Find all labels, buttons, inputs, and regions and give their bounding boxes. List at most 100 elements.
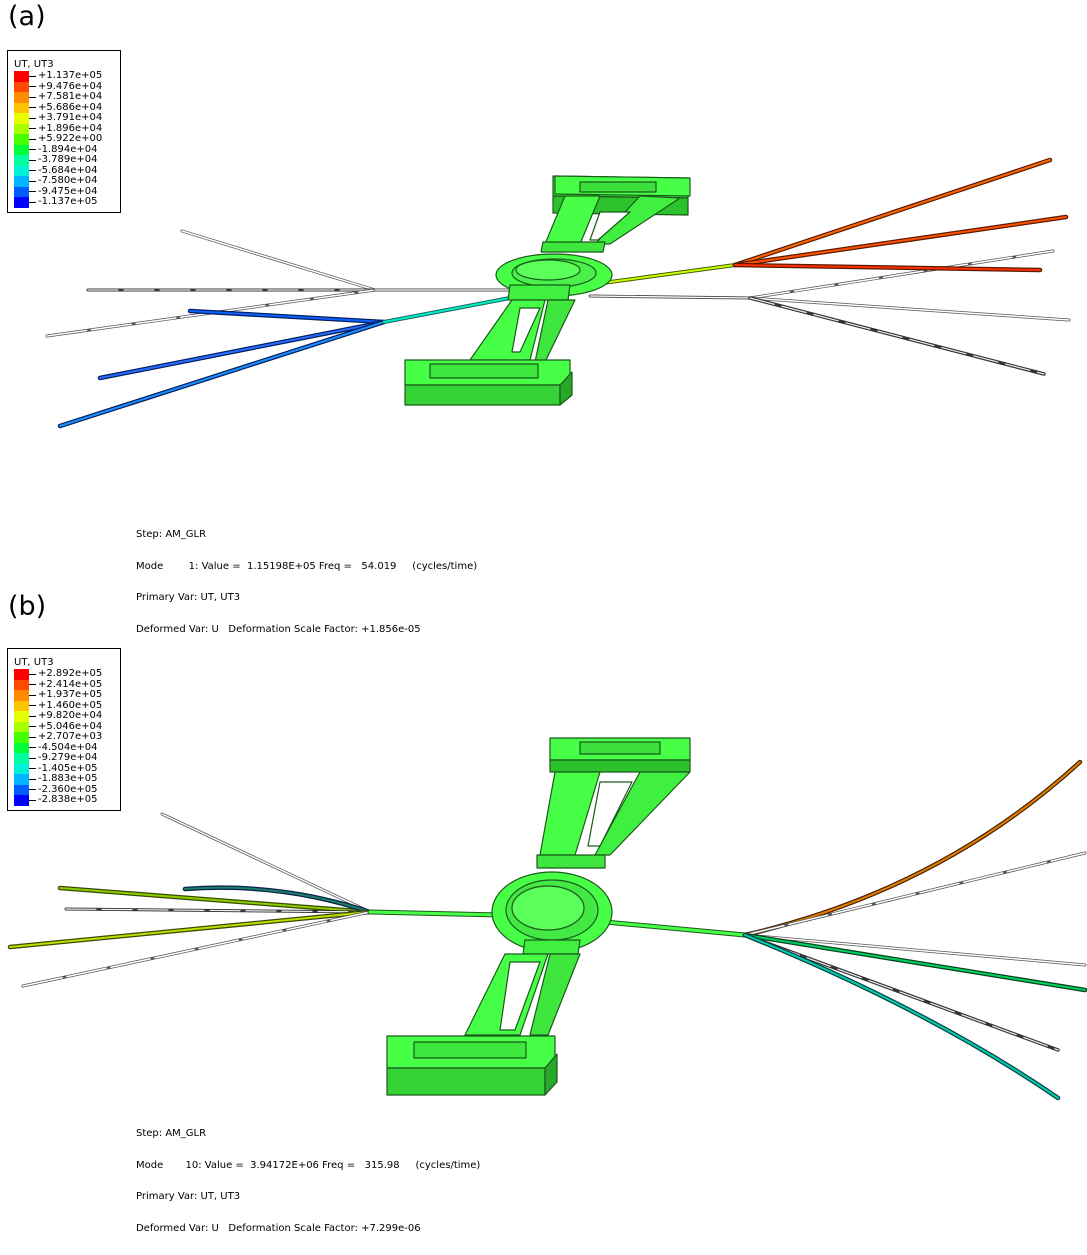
legend-swatch xyxy=(14,113,29,124)
legend-swatch xyxy=(14,669,29,680)
legend-tick xyxy=(29,107,36,109)
legend-tick xyxy=(29,757,36,759)
legend-value: +1.937e+05 xyxy=(38,689,103,701)
analysis-info: Step: AM_GLR Mode 1: Value = 1.15198E+05… xyxy=(136,509,477,656)
legend-value: -4.504e+04 xyxy=(38,741,98,753)
legend-swatch xyxy=(14,763,29,774)
contour-legend: UT, UT3 +1.137e+05 +9.476e+04 +7.581e+04… xyxy=(7,50,121,213)
legend-swatch xyxy=(14,176,29,187)
legend-row: -3.789e+04 xyxy=(14,155,120,166)
legend-row: +5.922e+00 xyxy=(14,134,120,145)
legend-value: -1.405e+05 xyxy=(38,762,98,774)
legend-value: +9.820e+04 xyxy=(38,710,103,722)
legend-value: -1.894e+04 xyxy=(38,143,98,155)
gyroscope-structure xyxy=(386,737,691,1096)
right-beams xyxy=(602,759,1087,1101)
legend-tick xyxy=(29,768,36,770)
legend-row: +2.707e+03 xyxy=(14,732,120,743)
legend-swatch xyxy=(14,197,29,208)
legend-tick xyxy=(29,789,36,791)
legend-value: -7.580e+04 xyxy=(38,175,98,187)
legend-swatch xyxy=(14,784,29,795)
legend-value: +3.791e+04 xyxy=(38,112,103,124)
legend-row: +2.892e+05 xyxy=(14,669,120,680)
legend-tick xyxy=(29,201,36,203)
legend-tick xyxy=(29,694,36,696)
legend-row: -1.137e+05 xyxy=(14,197,120,208)
panel-b: (b) xyxy=(0,590,1087,1233)
legend-value: -9.279e+04 xyxy=(38,752,98,764)
left-beams xyxy=(7,812,503,988)
legend-value: +5.046e+04 xyxy=(38,720,103,732)
legend-tick xyxy=(29,96,36,98)
legend-tick xyxy=(29,149,36,151)
panel-a: (a) xyxy=(0,0,1087,634)
legend-tick xyxy=(29,736,36,738)
undeformed-right-beams xyxy=(588,249,1071,376)
legend-value: +1.460e+05 xyxy=(38,699,103,711)
legend-row: -1.405e+05 xyxy=(14,762,120,774)
deformed-var-text: Deformed Var: U Deformation Scale Factor… xyxy=(136,1222,421,1234)
deformed-left-beams xyxy=(57,296,512,429)
legend-row: +5.046e+04 xyxy=(14,720,120,732)
legend-row: -7.580e+04 xyxy=(14,176,120,187)
legend-value: +9.476e+04 xyxy=(38,80,103,92)
legend-tick xyxy=(29,799,36,801)
legend-tick xyxy=(29,138,36,140)
legend-swatch xyxy=(14,742,29,753)
legend-tick xyxy=(29,159,36,161)
legend-tick xyxy=(29,684,36,686)
legend-swatch xyxy=(14,186,29,197)
legend-title: UT, UT3 xyxy=(14,59,54,70)
legend-value: +2.707e+03 xyxy=(38,731,103,743)
legend-row: +5.686e+04 xyxy=(14,102,120,113)
gyroscope-structure xyxy=(404,175,691,406)
legend-row: -4.504e+04 xyxy=(14,741,120,753)
deformed-var-text: Deformed Var: U Deformation Scale Factor… xyxy=(136,623,421,635)
legend-swatch xyxy=(14,71,29,82)
mode-text: Mode 10: Value = 3.94172E+06 Freq = 315.… xyxy=(136,1159,481,1171)
legend-value: +7.581e+04 xyxy=(38,91,103,103)
legend-swatch xyxy=(14,732,29,743)
legend-tick xyxy=(29,75,36,77)
legend-tick xyxy=(29,86,36,88)
legend-tick xyxy=(29,705,36,707)
legend-tick xyxy=(29,673,36,675)
mode-text: Mode 1: Value = 1.15198E+05 Freq = 54.01… xyxy=(136,560,478,572)
legend-swatch xyxy=(14,795,29,806)
legend-swatch xyxy=(14,81,29,92)
fem-mode-shape-scene xyxy=(7,737,1087,1101)
legend-row: +9.476e+04 xyxy=(14,80,120,92)
legend-tick xyxy=(29,170,36,172)
legend-swatch xyxy=(14,165,29,176)
panel-label: (b) xyxy=(8,591,47,622)
legend-row: +3.791e+04 xyxy=(14,113,120,124)
legend-tick xyxy=(29,715,36,717)
legend-row: +1.937e+05 xyxy=(14,690,120,701)
legend-value: -1.137e+05 xyxy=(38,196,98,208)
contour-legend: UT, UT3 +2.892e+05 +2.414e+05 +1.937e+05… xyxy=(7,648,121,811)
legend-tick xyxy=(29,128,36,130)
legend-swatch xyxy=(14,700,29,711)
legend-swatch xyxy=(14,134,29,145)
legend-tick xyxy=(29,117,36,119)
legend-swatch xyxy=(14,721,29,732)
legend-tick xyxy=(29,180,36,182)
legend-tick xyxy=(29,191,36,193)
analysis-info: Step: AM_GLR Mode 10: Value = 3.94172E+0… xyxy=(136,1108,480,1255)
primary-var-text: Primary Var: UT, UT3 xyxy=(136,592,241,603)
primary-var-text: Primary Var: UT, UT3 xyxy=(136,1191,241,1202)
legend-row: +1.137e+05 xyxy=(14,71,120,82)
legend-swatch xyxy=(14,774,29,785)
legend-row: -9.475e+04 xyxy=(14,185,120,197)
panel-label: (a) xyxy=(8,1,46,32)
legend-value: -3.789e+04 xyxy=(38,154,98,166)
legend-value: -9.475e+04 xyxy=(38,185,98,197)
legend-value: -5.684e+04 xyxy=(38,164,98,176)
legend-swatch xyxy=(14,155,29,166)
legend-row: -1.883e+05 xyxy=(14,774,120,785)
legend-swatch xyxy=(14,690,29,701)
legend-row: -2.360e+05 xyxy=(14,784,120,795)
legend-row: +2.414e+05 xyxy=(14,679,120,690)
legend-swatch xyxy=(14,123,29,134)
